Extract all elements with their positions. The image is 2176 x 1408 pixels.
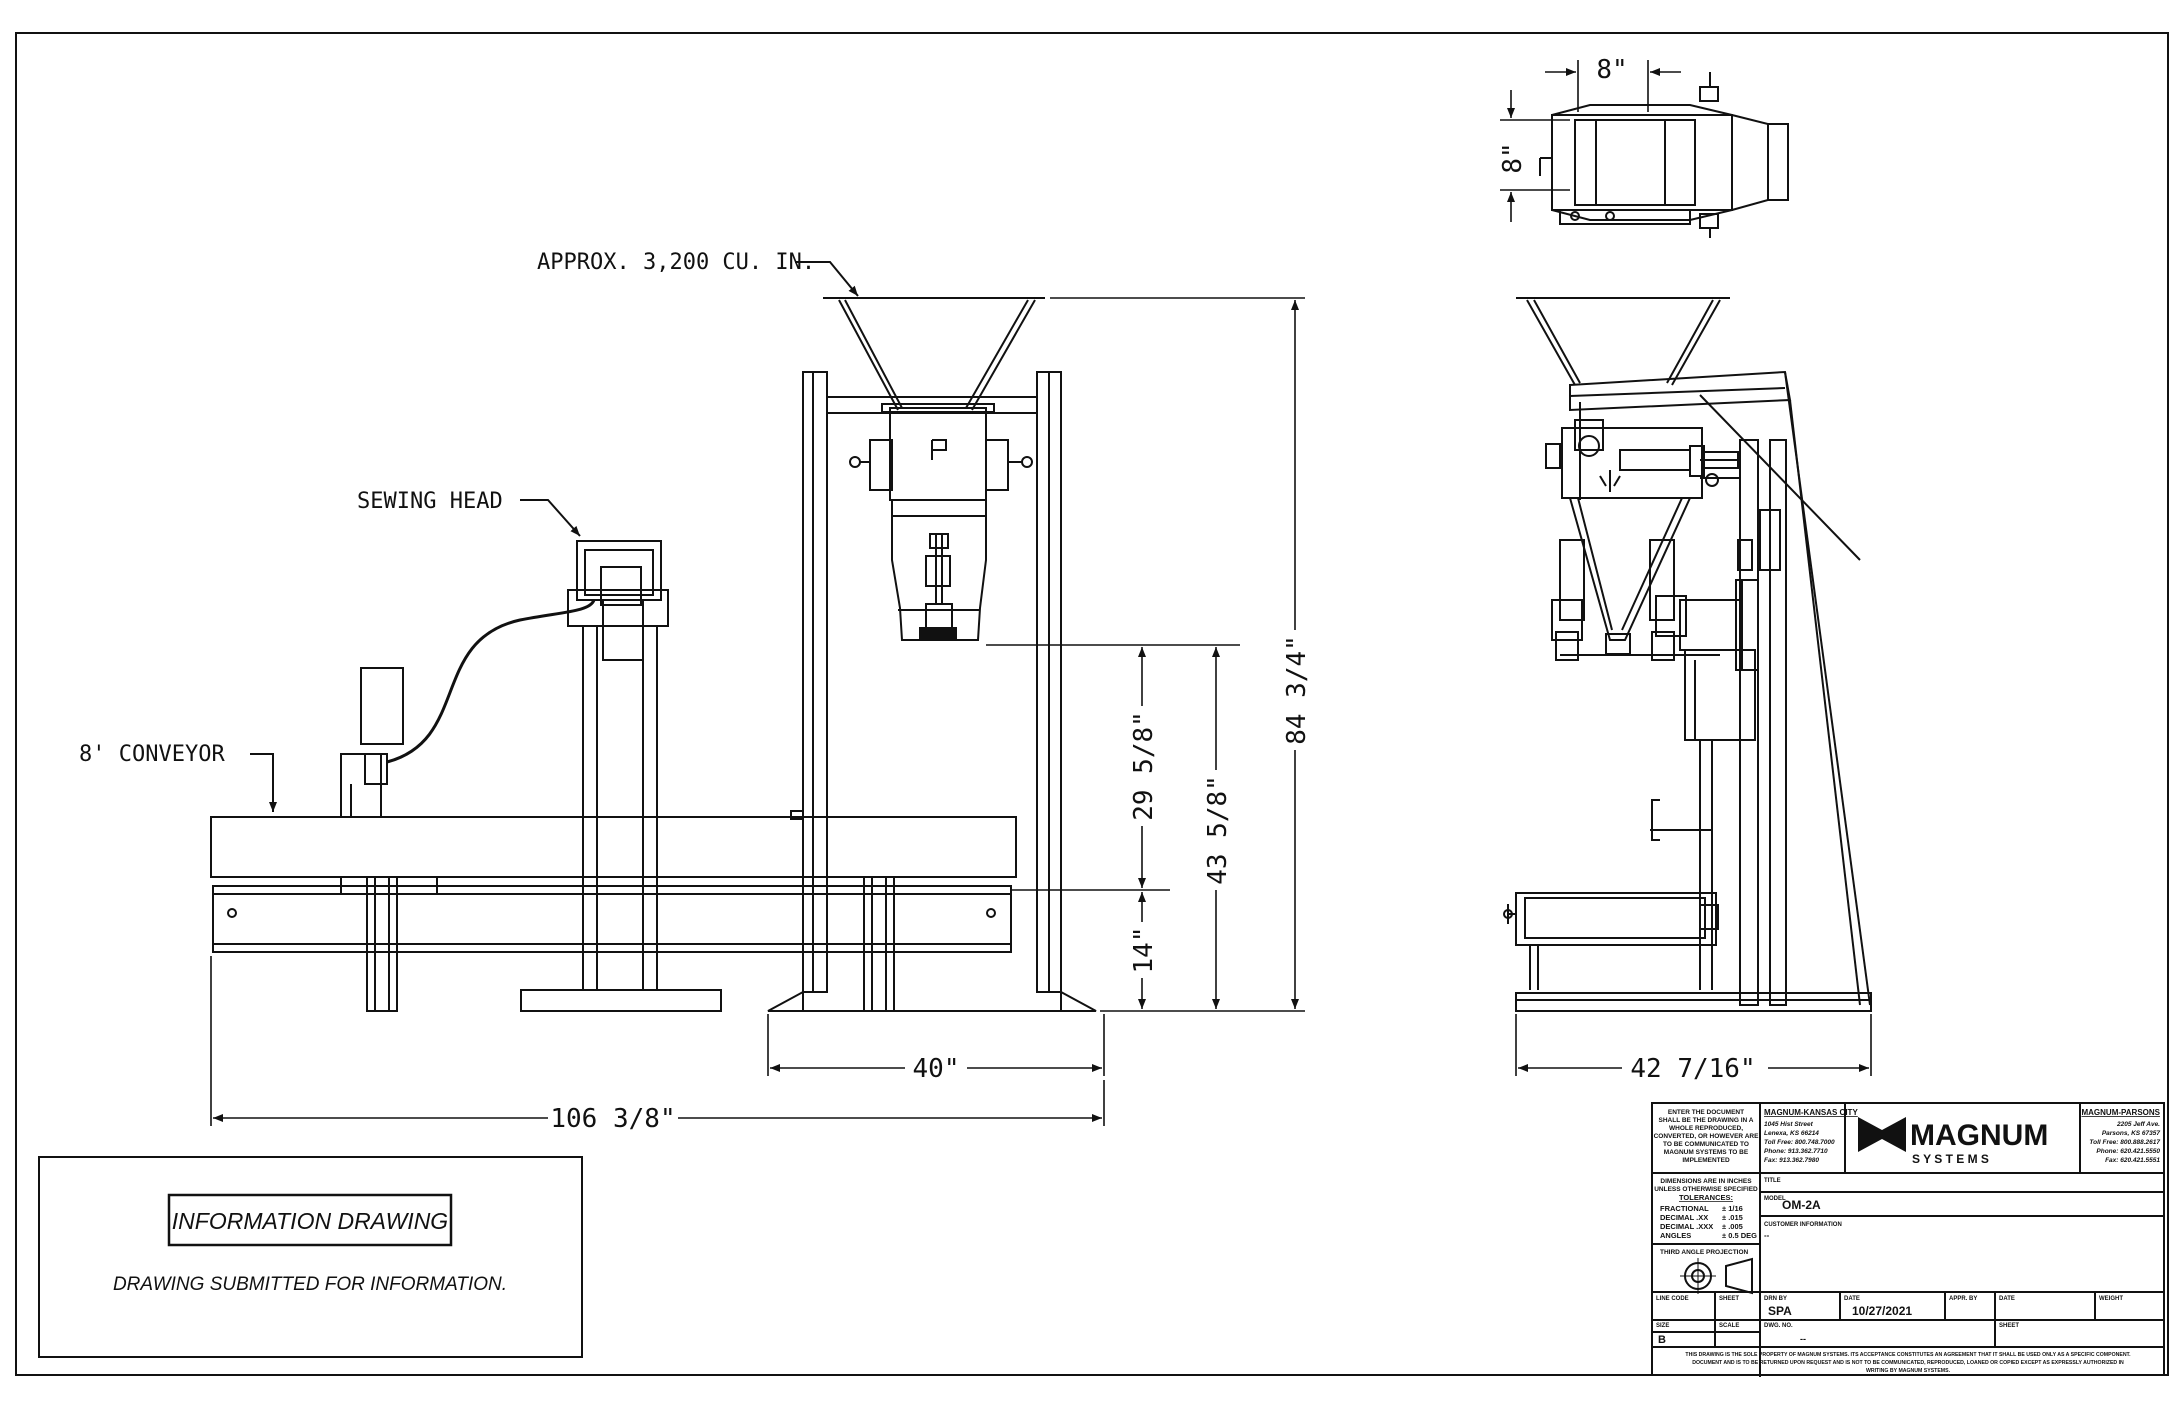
scale-label: SCALE: [1719, 1323, 1739, 1329]
approved-by-label: APPR. BY: [1949, 1296, 1977, 1302]
conveyor: [210, 816, 1017, 1012]
svg-text:THIRD ANGLE PROJECTION: THIRD ANGLE PROJECTION: [1660, 1249, 1749, 1256]
svg-text:DIMENSIONS ARE IN INCHES: DIMENSIONS ARE IN INCHES: [1660, 1178, 1752, 1185]
title-label: TITLE: [1764, 1178, 1781, 1184]
dim-spout-height: 43 5/8": [1203, 775, 1233, 885]
date2-label: DATE: [1999, 1296, 2015, 1302]
svg-text:Fax: 620.421.5551: Fax: 620.421.5551: [2105, 1157, 2160, 1164]
magnum-logo: MAGNUM S Y S T E M S: [1858, 1117, 2048, 1166]
drawing-number-label: DWG. NO.: [1764, 1323, 1793, 1329]
drawn-by-value: SPA: [1768, 1304, 1792, 1318]
svg-text:± .015: ± .015: [1722, 1213, 1743, 1222]
svg-text:± 1/16: ± 1/16: [1722, 1204, 1743, 1213]
notice-text: ENTER THE DOCUMENT SHALL BE THE DRAWING …: [1654, 1109, 1760, 1164]
information-box: INFORMATION DRAWING DRAWING SUBMITTED FO…: [38, 1156, 583, 1358]
svg-text:MAGNUM SYSTEMS TO BE: MAGNUM SYSTEMS TO BE: [1664, 1149, 1749, 1156]
sheet-border: [15, 32, 2169, 1376]
svg-text:Lenexa, KS 66214: Lenexa, KS 66214: [1764, 1130, 1819, 1137]
dim-side-depth: 42 7/16": [1630, 1054, 1755, 1084]
bagger-frame: [767, 371, 1097, 1012]
information-drawing-title: INFORMATION DRAWING: [172, 1208, 448, 1234]
svg-text:CONVERTED, OR HOWEVER ARE: CONVERTED, OR HOWEVER ARE: [1654, 1133, 1760, 1140]
tolerances: DIMENSIONS ARE IN INCHES UNLESS OTHERWIS…: [1654, 1178, 1758, 1240]
svg-text:Parsons, KS 67357: Parsons, KS 67357: [2102, 1130, 2161, 1137]
dim-frame-width: 40": [913, 1054, 960, 1084]
svg-text:WHOLE REPRODUCED,: WHOLE REPRODUCED,: [1669, 1125, 1743, 1132]
size-label: SIZE: [1656, 1323, 1669, 1329]
svg-text:DECIMAL .XX: DECIMAL .XX: [1660, 1213, 1708, 1222]
svg-text:MAGNUM-KANSAS CITY: MAGNUM-KANSAS CITY: [1764, 1108, 1858, 1117]
customer-value: --: [1764, 1231, 1770, 1240]
top-view: [1539, 72, 1789, 238]
svg-text:± 0.5 DEG: ± 0.5 DEG: [1722, 1231, 1757, 1240]
drawing-number-value: --: [1800, 1334, 1806, 1344]
hopper-capacity-callout: APPROX. 3,200 CU. IN.: [537, 250, 815, 275]
svg-text:Phone: 913.362.7710: Phone: 913.362.7710: [1764, 1148, 1828, 1155]
ownership-footer: THIS DRAWING IS THE SOLE PROPERTY OF MAG…: [1685, 1352, 2131, 1374]
side-view: [1503, 297, 1872, 1012]
svg-text:Toll Free: 800.888.2617: Toll Free: 800.888.2617: [2089, 1139, 2160, 1146]
weight-label: WEIGHT: [2099, 1296, 2123, 1302]
svg-text:± .005: ± .005: [1722, 1222, 1743, 1231]
dim-overall-length: 106 3/8": [550, 1104, 675, 1134]
svg-text:SHALL BE THE DRAWING IN A: SHALL BE THE DRAWING IN A: [1659, 1117, 1754, 1124]
front-view: [210, 261, 1097, 1012]
information-drawing-note: DRAWING SUBMITTED FOR INFORMATION.: [113, 1274, 507, 1295]
dim-overall-height: 84 3/4": [1282, 635, 1312, 745]
sewing-head-callout: SEWING HEAD: [357, 489, 503, 514]
customer-label: CUSTOMER INFORMATION: [1764, 1222, 1842, 1228]
svg-text:TO BE COMMUNICATED TO: TO BE COMMUNICATED TO: [1663, 1141, 1749, 1148]
svg-text:MAGNUM-PARSONS: MAGNUM-PARSONS: [2081, 1108, 2160, 1117]
parsons-office: MAGNUM-PARSONS 2205 Jeff Ave. Parsons, K…: [2081, 1108, 2160, 1164]
model-label: MODEL: [1764, 1196, 1786, 1202]
svg-text:DOCUMENT AND IS TO BE RETURNED: DOCUMENT AND IS TO BE RETURNED UPON REQU…: [1692, 1360, 2124, 1366]
svg-text:MAGNUM: MAGNUM: [1910, 1119, 2048, 1152]
sheet-label: SHEET: [1999, 1323, 2019, 1329]
svg-text:2205 Jeff Ave.: 2205 Jeff Ave.: [2116, 1121, 2160, 1128]
sewing-head: [520, 540, 722, 1012]
kansas-city-office: MAGNUM-KANSAS CITY 1045 Hist Street Lene…: [1764, 1108, 1858, 1164]
svg-text:ANGLES: ANGLES: [1660, 1231, 1691, 1240]
hopper: [823, 297, 1045, 641]
svg-text:Toll Free: 800.748.7000: Toll Free: 800.748.7000: [1764, 1139, 1835, 1146]
svg-text:IMPLEMENTED: IMPLEMENTED: [1682, 1157, 1730, 1164]
svg-text:TOLERANCES:: TOLERANCES:: [1679, 1193, 1733, 1202]
projection-symbol: THIRD ANGLE PROJECTION: [1660, 1249, 1753, 1295]
line-code-label: LINE CODE: [1656, 1296, 1689, 1302]
dim-conveyor-height: 14": [1129, 927, 1159, 974]
svg-text:Phone: 620.421.5550: Phone: 620.421.5550: [2096, 1148, 2160, 1155]
title-block: ENTER THE DOCUMENT SHALL BE THE DRAWING …: [1651, 1102, 2165, 1377]
svg-text:WRITING BY MAGNUM SYSTEMS.: WRITING BY MAGNUM SYSTEMS.: [1866, 1368, 1951, 1374]
svg-text:FRACTIONAL: FRACTIONAL: [1660, 1204, 1709, 1213]
svg-text:DECIMAL .XXX: DECIMAL .XXX: [1660, 1222, 1713, 1231]
dim-top-depth: 8": [1498, 142, 1528, 173]
qty-label: SHEET: [1719, 1296, 1739, 1302]
model-value: OM-2A: [1782, 1198, 1821, 1212]
dim-top-width: 8": [1596, 55, 1627, 85]
svg-text:Fax: 913.362.7980: Fax: 913.362.7980: [1764, 1157, 1819, 1164]
date-value: 10/27/2021: [1852, 1304, 1912, 1318]
conveyor-callout: 8' CONVEYOR: [79, 742, 225, 767]
control-box: [340, 667, 404, 818]
front-labels: 84 3/4" 43 5/8" 29 5/8" 14" 40" 106 3/8"…: [79, 250, 1312, 1134]
drawn-by-label: DRN BY: [1764, 1296, 1787, 1302]
top-dimensions: [1500, 60, 1681, 222]
svg-text:UNLESS OTHERWISE SPECIFIED: UNLESS OTHERWISE SPECIFIED: [1654, 1186, 1758, 1193]
svg-text:THIS DRAWING IS THE SOLE PROPE: THIS DRAWING IS THE SOLE PROPERTY OF MAG…: [1685, 1352, 2131, 1358]
dim-spout-to-conveyor: 29 5/8": [1129, 711, 1159, 821]
svg-text:ENTER THE DOCUMENT: ENTER THE DOCUMENT: [1668, 1109, 1744, 1116]
svg-text:1045 Hist Street: 1045 Hist Street: [1764, 1121, 1814, 1128]
date-label: DATE: [1844, 1296, 1860, 1302]
size-value: B: [1658, 1334, 1666, 1346]
svg-text:S Y S T E M S: S Y S T E M S: [1912, 1152, 1989, 1166]
